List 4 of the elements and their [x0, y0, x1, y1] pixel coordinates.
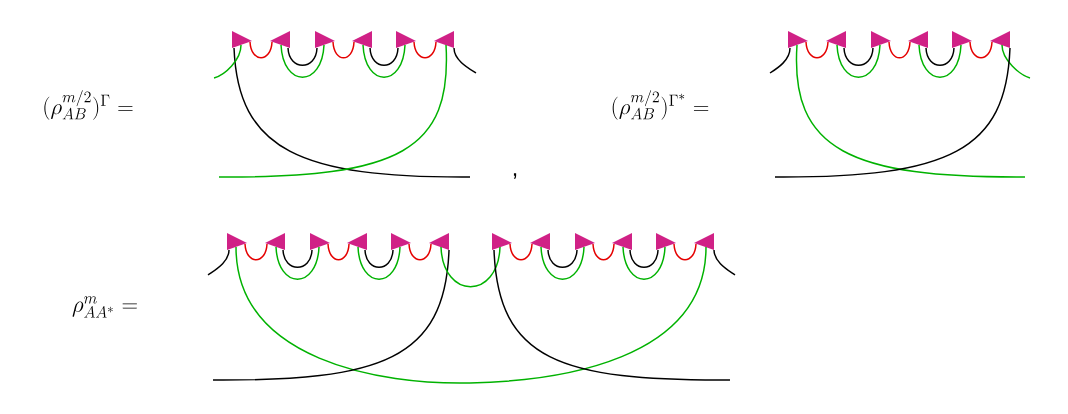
formula-label: $\rho_{AA^*}^{m} =$	[72, 296, 137, 318]
comma: ,	[513, 173, 517, 179]
formula-label: $(\rho_{AB}^{m/2})^{\Gamma} =$	[44, 90, 133, 120]
formula-label: $(\rho_{AB}^{m/2})^{\Gamma^*} =$	[612, 90, 709, 120]
